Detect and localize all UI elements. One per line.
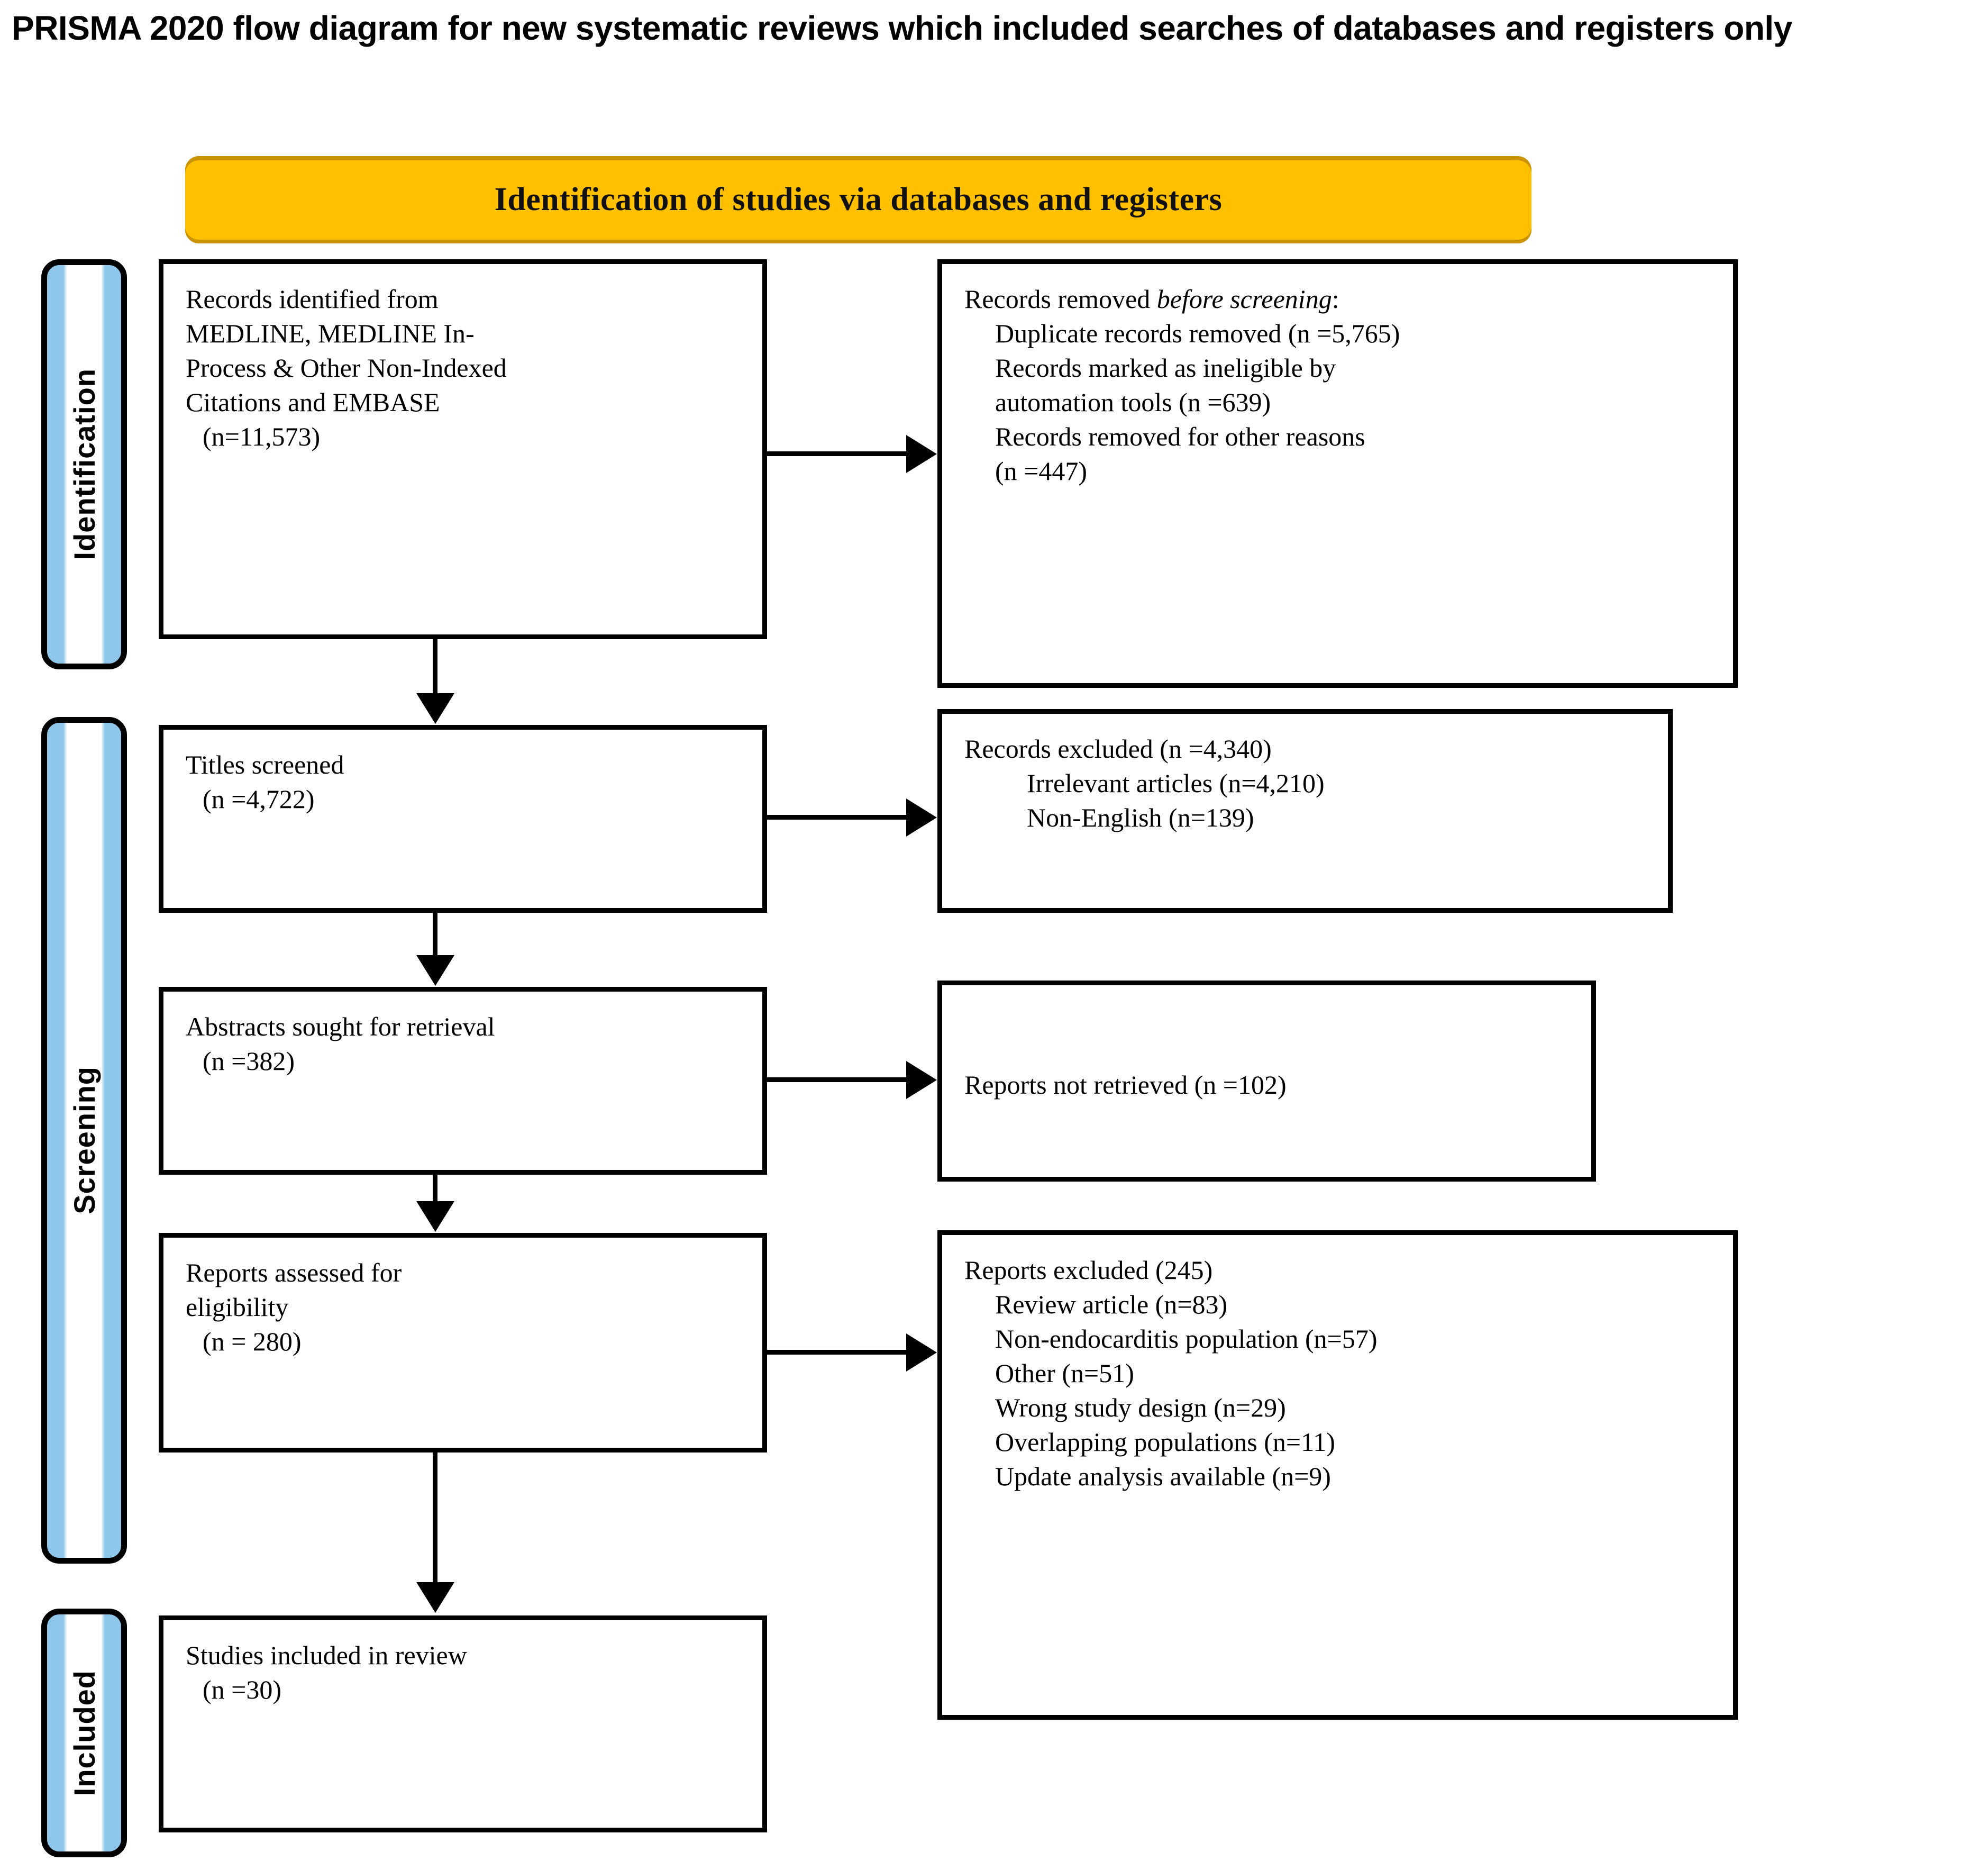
records-removed-heading: Records removed before screening: xyxy=(964,282,1717,316)
arrow-abstracts-to-notretrieved xyxy=(767,1077,907,1082)
records-removed-item-5: (n =447) xyxy=(995,456,1087,486)
arrowhead-assessed-to-included xyxy=(416,1582,454,1613)
stage-screening-label: Screening xyxy=(67,1066,101,1214)
stage-screening: Screening xyxy=(41,717,127,1564)
stage-identification: Identification xyxy=(41,259,127,669)
records-identified-line-3: Process & Other Non-Indexed xyxy=(186,353,507,383)
box-records-removed-before-screening: Records removed before screening: Duplic… xyxy=(937,259,1738,688)
abstracts-sought-label: Abstracts sought for retrieval xyxy=(186,1012,495,1041)
records-identified-line-4: Citations and EMBASE xyxy=(186,387,440,417)
records-identified-count: (n=11,573) xyxy=(203,422,321,451)
arrowhead-identified-to-titles xyxy=(416,693,454,724)
stage-identification-label: Identification xyxy=(67,368,101,560)
arrow-assessed-to-included xyxy=(433,1453,437,1585)
box-titles-screened: Titles screened (n =4,722) xyxy=(159,725,767,913)
arrowhead-abstracts-to-notretrieved xyxy=(906,1061,937,1099)
records-excluded-heading: Records excluded (n =4,340) xyxy=(964,734,1272,764)
records-identified-line-1: Records identified from xyxy=(186,284,439,314)
box-records-excluded: Records excluded (n =4,340) Irrelevant a… xyxy=(937,709,1673,913)
arrow-abstracts-to-assessed xyxy=(433,1175,437,1204)
reports-excluded-item-6: Update analysis available (n=9) xyxy=(995,1461,1331,1491)
records-removed-heading-suffix: : xyxy=(1332,284,1339,314)
box-reports-assessed: Reports assessed for eligibility (n = 28… xyxy=(159,1233,767,1453)
reports-excluded-item-2: Non-endocarditis population (n=57) xyxy=(995,1324,1378,1354)
studies-included-label: Studies included in review xyxy=(186,1640,467,1670)
arrow-identified-to-titles xyxy=(433,639,437,697)
reports-excluded-item-1: Review article (n=83) xyxy=(995,1290,1228,1319)
records-excluded-item-1: Irrelevant articles (n=4,210) xyxy=(1027,768,1325,798)
box-reports-not-retrieved: Reports not retrieved (n =102) xyxy=(937,981,1596,1182)
records-removed-heading-italic: before screening xyxy=(1156,284,1332,314)
records-removed-item-2: Records marked as ineligible by xyxy=(995,353,1336,383)
reports-assessed-line-2: eligibility xyxy=(186,1292,289,1322)
records-removed-item-4: Records removed for other reasons xyxy=(995,422,1365,451)
box-studies-included: Studies included in review (n =30) xyxy=(159,1615,767,1832)
reports-excluded-heading: Reports excluded (245) xyxy=(964,1255,1213,1285)
studies-included-count: (n =30) xyxy=(203,1675,281,1704)
records-identified-line-2: MEDLINE, MEDLINE In- xyxy=(186,319,475,348)
arrowhead-assessed-to-excluded xyxy=(906,1333,937,1372)
arrowhead-identified-to-removed xyxy=(906,435,937,473)
records-excluded-item-2: Non-English (n=139) xyxy=(1027,803,1254,832)
identification-banner: Identification of studies via databases … xyxy=(185,156,1531,243)
stage-included: Included xyxy=(41,1609,127,1857)
box-abstracts-sought: Abstracts sought for retrieval (n =382) xyxy=(159,987,767,1175)
abstracts-sought-count: (n =382) xyxy=(203,1046,295,1076)
page-title: PRISMA 2020 flow diagram for new systema… xyxy=(12,9,1792,47)
records-removed-heading-prefix: Records removed xyxy=(964,284,1157,314)
arrow-assessed-to-excluded xyxy=(767,1350,907,1355)
reports-excluded-item-3: Other (n=51) xyxy=(995,1358,1134,1388)
arrow-identified-to-removed xyxy=(767,451,907,456)
arrow-titles-to-abstracts xyxy=(433,913,437,958)
box-records-identified: Records identified from MEDLINE, MEDLINE… xyxy=(159,259,767,639)
box-reports-excluded: Reports excluded (245) Review article (n… xyxy=(937,1230,1738,1720)
stage-included-label: Included xyxy=(67,1669,101,1796)
reports-excluded-item-5: Overlapping populations (n=11) xyxy=(995,1427,1335,1457)
records-removed-item-1: Duplicate records removed (n =5,765) xyxy=(995,319,1400,348)
arrow-titles-to-excluded xyxy=(767,815,907,820)
arrowhead-titles-to-abstracts xyxy=(416,955,454,986)
reports-assessed-count: (n = 280) xyxy=(203,1327,302,1356)
reports-excluded-item-4: Wrong study design (n=29) xyxy=(995,1393,1286,1422)
titles-screened-label: Titles screened xyxy=(186,750,344,779)
reports-not-retrieved-label: Reports not retrieved (n =102) xyxy=(964,1069,1287,1100)
identification-banner-label: Identification of studies via databases … xyxy=(494,181,1223,217)
arrowhead-abstracts-to-assessed xyxy=(416,1201,454,1232)
records-removed-item-3: automation tools (n =639) xyxy=(995,387,1271,417)
reports-assessed-line-1: Reports assessed for xyxy=(186,1258,402,1287)
arrowhead-titles-to-excluded xyxy=(906,798,937,837)
titles-screened-count: (n =4,722) xyxy=(203,784,315,814)
